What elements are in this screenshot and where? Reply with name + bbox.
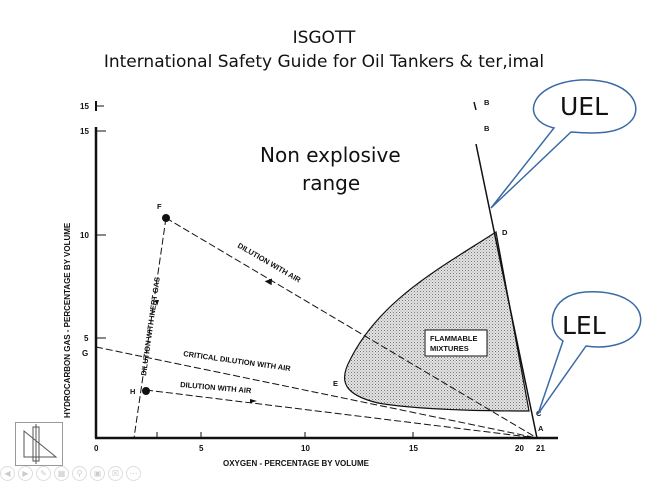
y-tick-5: 5	[84, 334, 89, 343]
y-tick-15-top: 15	[80, 102, 89, 111]
x-tick-0: 0	[94, 444, 99, 453]
camera-off-icon[interactable]: ☒	[108, 466, 123, 481]
uel-label: UEL	[560, 92, 608, 121]
air-line	[475, 143, 538, 439]
x-tick-5: 5	[199, 444, 204, 453]
uel-callout	[490, 79, 637, 209]
svg-text:B: B	[484, 98, 490, 107]
lel-label: LEL	[562, 311, 606, 340]
svg-text:H: H	[130, 387, 135, 396]
y-tick-10: 10	[80, 231, 89, 240]
flammable-region	[343, 231, 530, 412]
dilution-inert-label: DILUTION WITH INERT GAS	[139, 276, 162, 376]
y-tick-15: 15	[80, 127, 89, 136]
point-G-label: G	[82, 349, 88, 358]
non-explosive-line2: range	[302, 171, 360, 195]
svg-text:E: E	[333, 379, 338, 388]
more-icon[interactable]: ⋯	[126, 466, 141, 481]
x-axis-label: OXYGEN - PERCENTAGE BY VOLUME	[223, 459, 370, 468]
critical-dilution-label: CRITICAL DILUTION WITH AIR	[183, 349, 292, 373]
x-tick-20: 20	[515, 444, 524, 453]
x-tick-21: 21	[536, 444, 545, 453]
zoom-icon[interactable]: ⚲	[72, 466, 87, 481]
x-tick-15: 15	[409, 444, 418, 453]
non-explosive-line1: Non explosive	[260, 143, 401, 167]
subtitle-icon[interactable]: ▣	[90, 466, 105, 481]
flammable-label-1: FLAMMABLE	[430, 334, 478, 343]
slide-thumbnail[interactable]	[15, 422, 63, 466]
dilution-air-h-label: DILUTION WITH AIR	[180, 380, 252, 395]
y-axis-label: HYDROCARBON GAS - PERCENTAGE BY VOLUME	[63, 222, 72, 418]
slides-icon[interactable]: ▦	[54, 466, 69, 481]
slide-subtitle: International Safety Guide for Oil Tanke…	[103, 52, 545, 72]
svg-text:D: D	[502, 228, 508, 237]
svg-text:F: F	[157, 202, 162, 211]
svg-text:A: A	[538, 424, 544, 433]
prev-icon[interactable]: ◀	[0, 466, 15, 481]
slide-title: ISGOTT	[292, 28, 356, 48]
x-tick-10: 10	[301, 444, 310, 453]
pen-icon[interactable]: ✎	[36, 466, 51, 481]
next-icon[interactable]: ▶	[18, 466, 33, 481]
drafting-tools-icon	[23, 424, 58, 464]
presenter-toolbar: ◀ ▶ ✎ ▦ ⚲ ▣ ☒ ⋯	[0, 466, 141, 481]
lel-callout	[537, 291, 642, 415]
svg-text:B: B	[484, 124, 490, 133]
dilution-air-f-label: DILUTION WITH AIR	[236, 241, 303, 285]
flammable-label-2: MIXTURES	[430, 344, 469, 353]
